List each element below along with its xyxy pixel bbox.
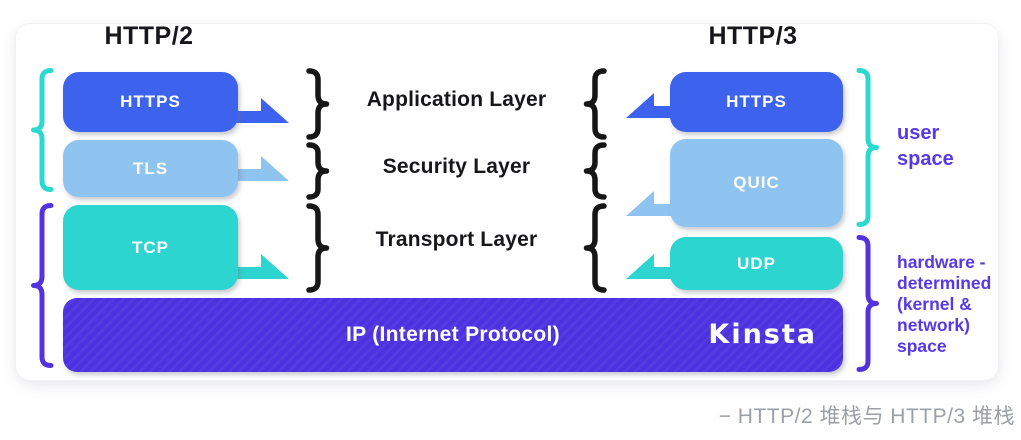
user-space-left-brace: [31, 68, 54, 192]
https-left-arrow-icon: [626, 93, 683, 118]
transport-layer-label: Transport Layer: [375, 228, 538, 251]
http2-tcp-label: TCP: [132, 237, 169, 257]
http2-https-box: HTTPS: [63, 72, 238, 132]
security-layer-right-brace: [583, 142, 607, 200]
transport-layer-left-brace: [306, 203, 330, 293]
hardware-space-annotation: hardware - determined (kernel & network)…: [897, 252, 992, 356]
tcp-right-arrow-icon: [232, 254, 289, 279]
figure-caption: − HTTP/2 堆栈与 HTTP/3 堆栈: [718, 405, 1015, 428]
application-layer-label: Application Layer: [366, 88, 547, 111]
http2-title: HTTP/2: [104, 22, 194, 50]
tls-right-arrow-icon: [232, 156, 289, 181]
hardware-space-left-brace: [31, 203, 54, 368]
http3-https-box: HTTPS: [670, 72, 843, 132]
kinsta-logo: Kinsta: [708, 318, 817, 350]
application-layer-right-brace: [583, 68, 607, 140]
http3-https-label: HTTPS: [726, 92, 787, 111]
application-layer-left-brace: [306, 68, 330, 140]
udp-left-arrow-icon: [626, 254, 683, 279]
http3-udp-box: UDP: [670, 237, 843, 290]
security-layer-label: Security Layer: [382, 155, 531, 178]
http3-quic-box: QUIC: [670, 139, 843, 227]
http3-title: HTTP/3: [708, 22, 798, 50]
security-layer-left-brace: [306, 142, 330, 200]
user-space-annotation: user space: [897, 122, 954, 170]
ip-bar: IP (Internet Protocol) Kinsta: [63, 298, 843, 372]
http2-tls-box: TLS: [63, 140, 238, 197]
http3-udp-label: UDP: [737, 253, 776, 273]
ip-bar-label: IP (Internet Protocol): [346, 323, 560, 346]
http2-tcp-box: TCP: [63, 205, 238, 290]
http3-quic-label: QUIC: [733, 173, 780, 192]
http2-https-label: HTTPS: [120, 92, 181, 111]
https-right-arrow-icon: [232, 98, 289, 123]
transport-layer-right-brace: [583, 203, 607, 293]
hardware-space-right-brace: [856, 235, 879, 372]
quic-left-arrow-icon: [626, 191, 683, 216]
user-space-right-brace: [856, 68, 879, 227]
http2-tls-label: TLS: [132, 158, 169, 178]
